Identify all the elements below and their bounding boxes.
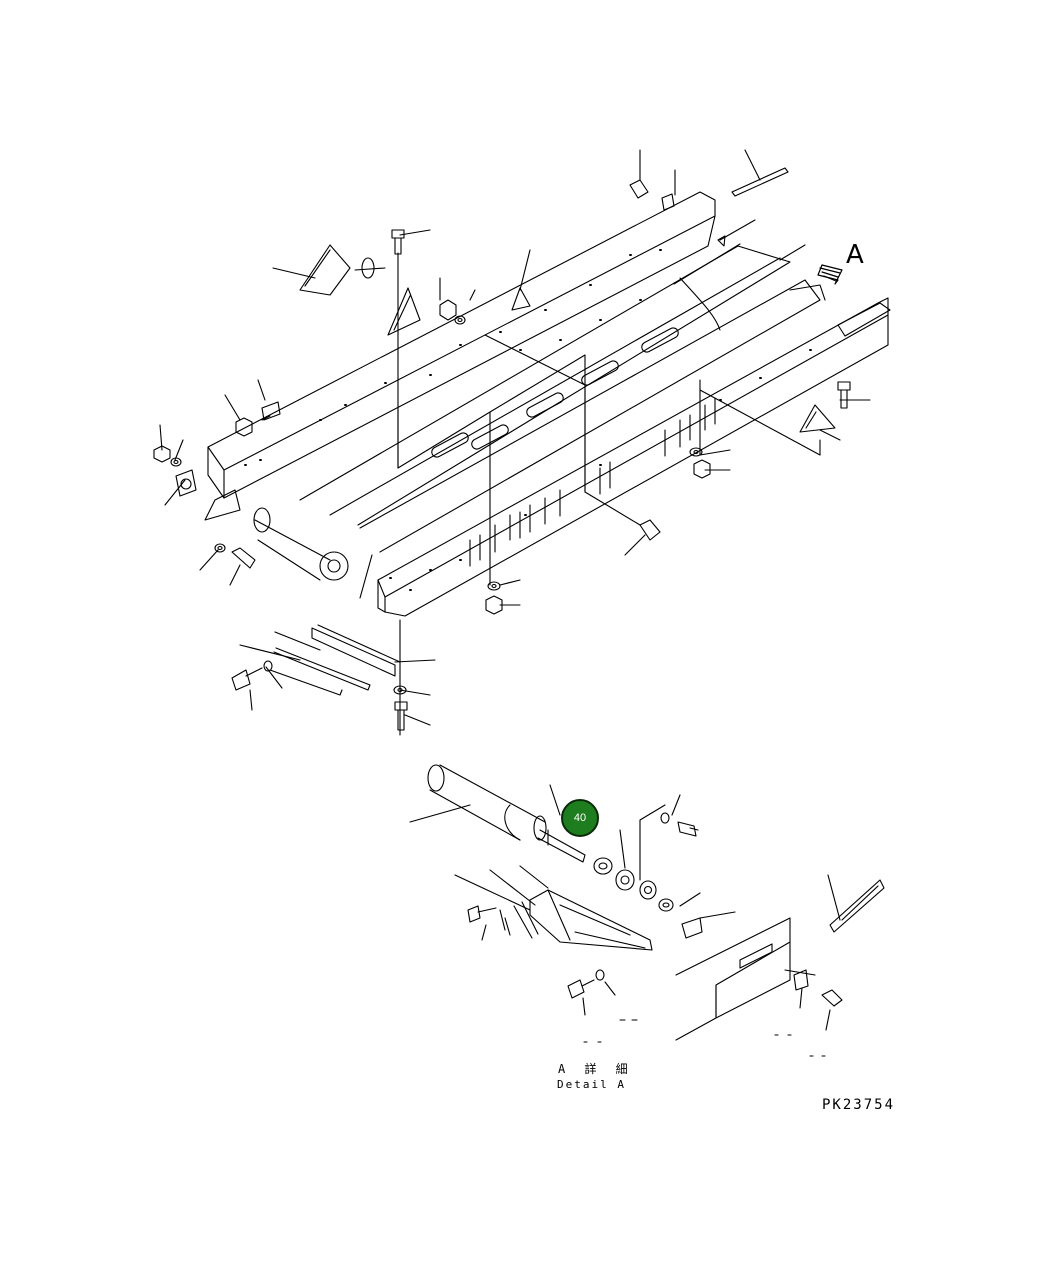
detail-a-view [409,764,885,1057]
callout-40-label[interactable]: 40 [573,812,587,824]
detail-label-en: Detail A [557,1078,626,1091]
view-arrow-label: A [846,240,864,270]
callout-40-circle[interactable] [561,799,599,837]
fasteners [153,167,851,731]
scraper-assembly [269,624,401,696]
drawing-number: PK23754 [822,1097,896,1113]
leader-lines [159,149,871,736]
conveyor-frame [204,191,891,617]
view-a-arrow [817,264,843,285]
detail-label-jp: A 詳 細 [558,1062,634,1076]
